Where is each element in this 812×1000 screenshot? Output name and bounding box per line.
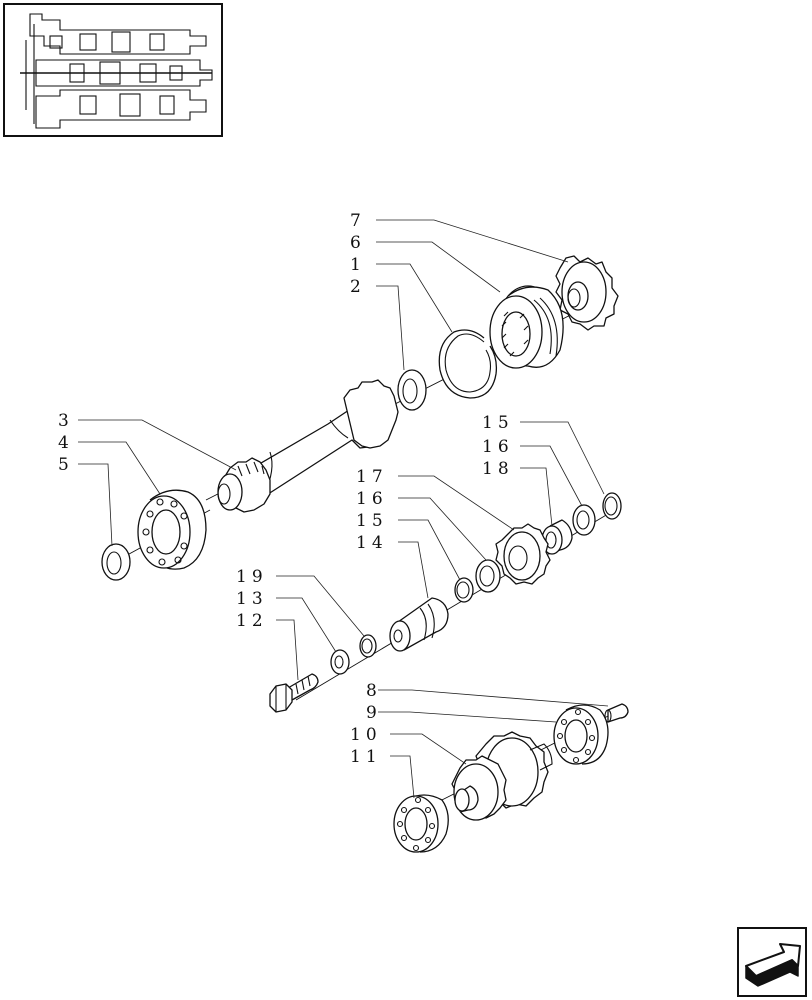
- callout-8: 8: [366, 681, 382, 701]
- callout-6: 6: [350, 233, 366, 253]
- part-11-bearing: [393, 794, 449, 853]
- callout-12: 12: [236, 611, 268, 631]
- part-4-bearing: [137, 489, 207, 570]
- part-19-ring: [359, 634, 377, 658]
- transmission-overview-icon[interactable]: [3, 3, 223, 137]
- callout-18: 18: [482, 459, 514, 479]
- part-3-shaft: [217, 379, 399, 513]
- part-9-bearing: [553, 704, 609, 765]
- part-17-gear: [495, 523, 551, 585]
- leader-lines: [78, 219, 609, 799]
- back-arrow-icon[interactable]: [737, 927, 807, 997]
- callout-15-lower: 15: [356, 511, 388, 531]
- callout-17: 17: [356, 467, 388, 487]
- callout-9: 9: [366, 703, 382, 723]
- part-14-pin: [389, 597, 449, 652]
- part-10-cluster-gear: [451, 731, 553, 821]
- part-5-washer: [101, 543, 131, 581]
- part-12-bolt: [269, 673, 319, 713]
- part-6-sleeve: [489, 285, 564, 369]
- part-7-gear: [555, 255, 619, 331]
- callout-5: 5: [58, 455, 74, 475]
- callout-4: 4: [58, 433, 74, 453]
- callout-19: 19: [236, 567, 268, 587]
- callout-15-upper: 15: [482, 413, 514, 433]
- part-16-washer-upper: [572, 504, 596, 536]
- part-1-snap-ring: [438, 329, 498, 399]
- part-13-washer: [330, 649, 350, 675]
- callout-1: 1: [350, 255, 366, 275]
- part-15-ring-upper: [602, 492, 622, 520]
- callout-7: 7: [350, 211, 366, 231]
- callout-2: 2: [350, 277, 366, 297]
- callout-labels: 7 6 1 2 3 4 5 15 16 18 17 16 15 14 19 13…: [58, 211, 514, 767]
- callout-16-upper: 16: [482, 437, 514, 457]
- part-15-ring-lower: [454, 577, 474, 603]
- callout-10: 10: [350, 725, 382, 745]
- part-8-pin: [604, 703, 629, 723]
- callout-3: 3: [58, 411, 74, 431]
- part-16-washer-lower: [475, 559, 501, 593]
- callout-14: 14: [356, 533, 388, 553]
- callout-16-lower: 16: [356, 489, 388, 509]
- part-2-washer: [397, 369, 427, 411]
- callout-11: 11: [350, 747, 382, 767]
- callout-13: 13: [236, 589, 268, 609]
